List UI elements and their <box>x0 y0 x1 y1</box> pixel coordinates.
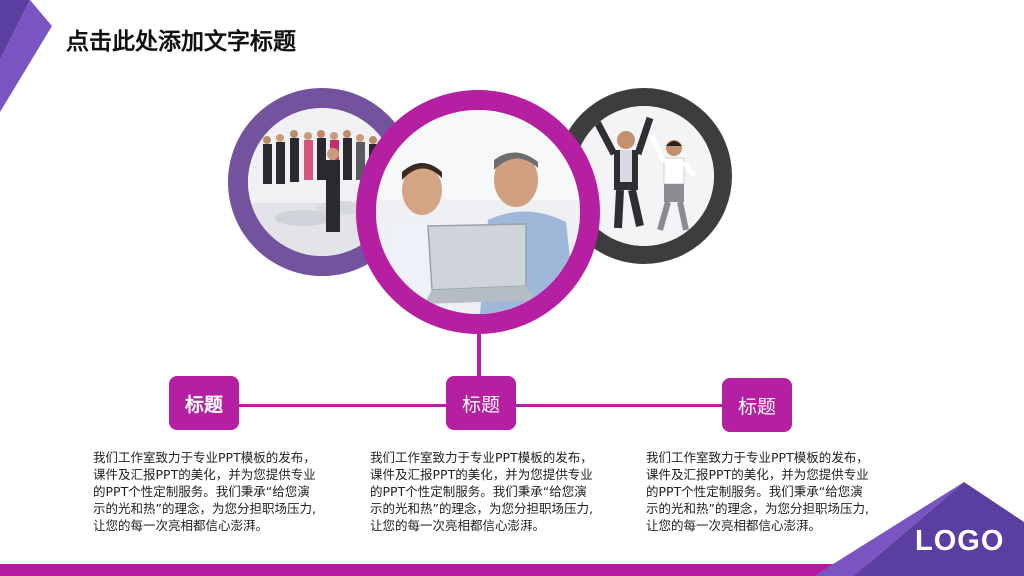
card-2-description[interactable]: 我们工作室致力于专业PPT模板的发布，课件及汇报PPT的美化，并为您提供专业的P… <box>370 450 593 533</box>
corner-decoration-bottom-right <box>814 482 1024 576</box>
bottom-accent-bar <box>0 564 1024 576</box>
logo: LOGO <box>915 525 1005 557</box>
card-3-description[interactable]: 我们工作室致力于专业PPT模板的发布，课件及汇报PPT的美化，并为您提供专业的P… <box>646 450 869 533</box>
slide-title[interactable]: 点击此处添加文字标题 <box>66 29 296 55</box>
card-1-tag[interactable]: 标题 <box>169 376 239 430</box>
card-1-description[interactable]: 我们工作室致力于专业PPT模板的发布，课件及汇报PPT的美化，并为您提供专业的P… <box>93 450 316 533</box>
two-men-laptop-photo <box>376 110 580 314</box>
corner-decoration-top-left <box>0 0 52 112</box>
card-3-tag[interactable]: 标题 <box>722 378 792 432</box>
connector-vertical-line <box>477 334 481 378</box>
photo-circle-main <box>356 90 600 334</box>
card-2-tag[interactable]: 标题 <box>446 376 516 430</box>
